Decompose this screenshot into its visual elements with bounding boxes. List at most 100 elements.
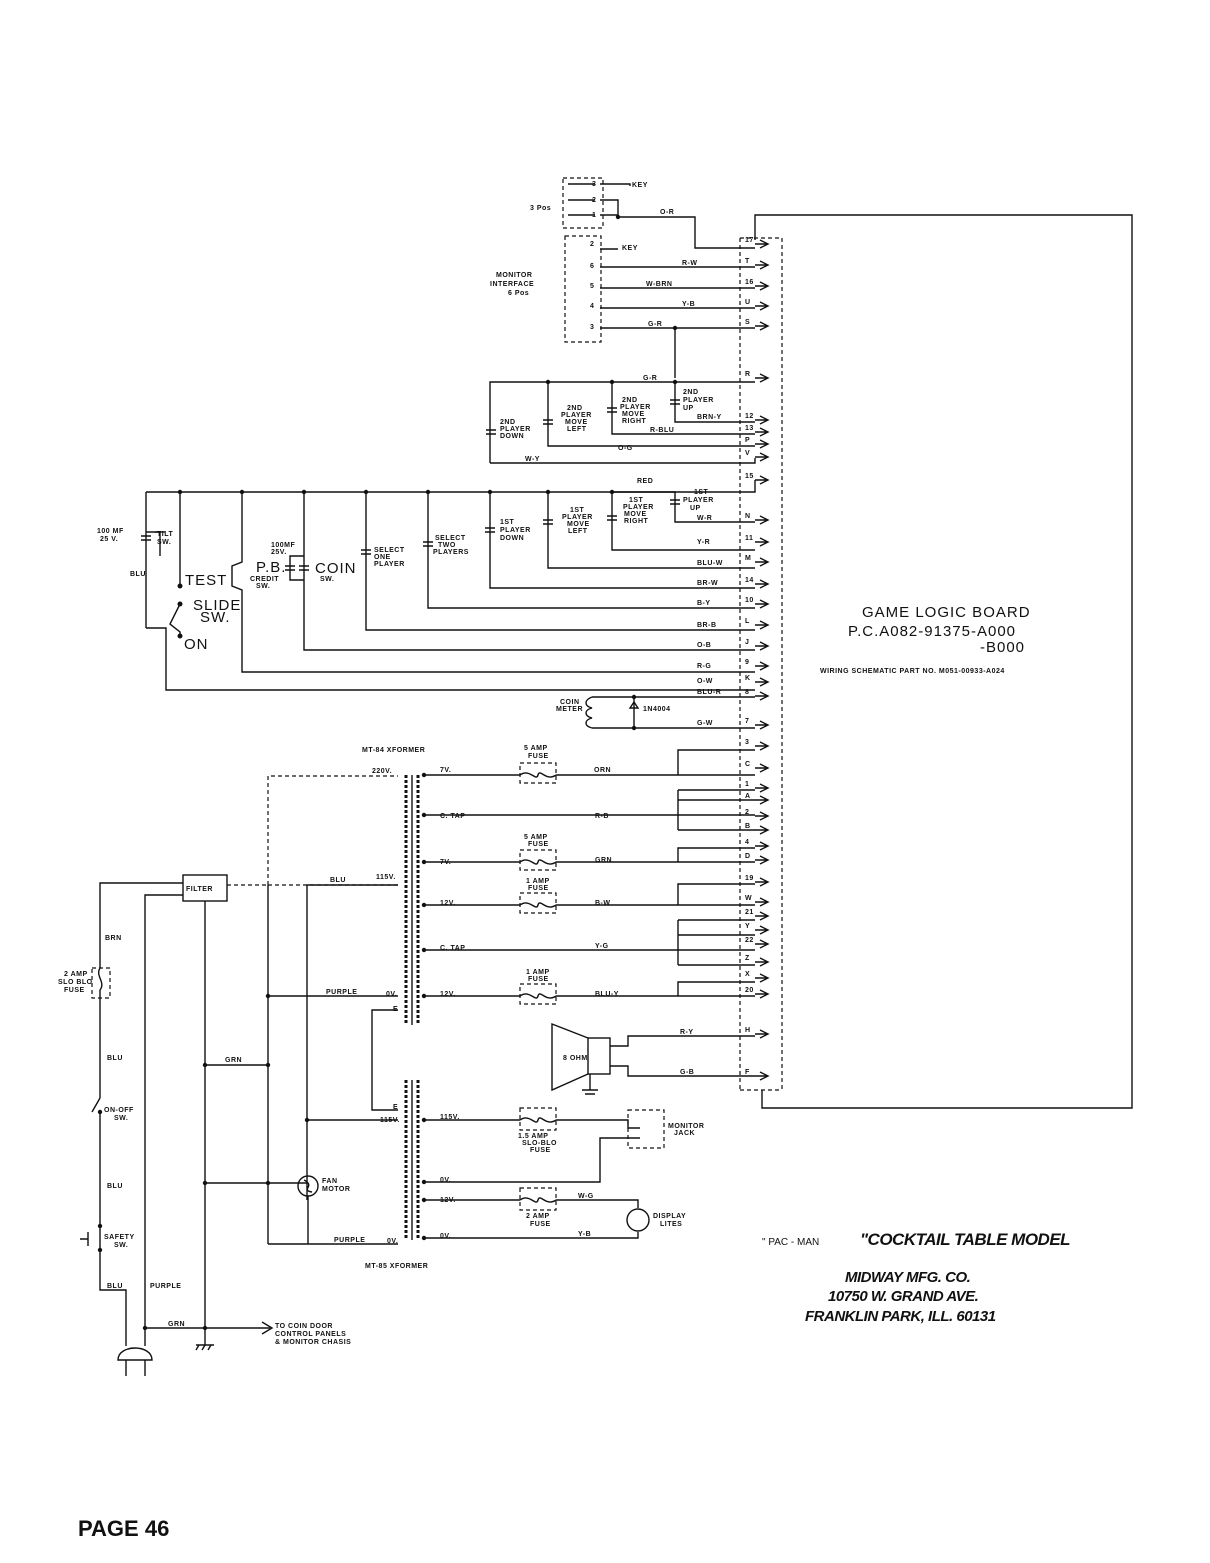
monitor-interface-label-2: INTERFACE	[490, 281, 534, 288]
mt84-tap-115v: 115V.	[376, 874, 396, 881]
coin-cap-label-2: 25V.	[271, 549, 287, 556]
edge-pin-label: A	[745, 793, 751, 800]
filter-label: FILTER	[186, 886, 213, 893]
p2-up-label-3: UP	[683, 405, 694, 412]
edge-pin-label: K	[745, 675, 751, 682]
test-label: TEST	[185, 572, 227, 589]
wire-label-b-w: B-W	[595, 900, 611, 907]
tilt-label-1: TILT	[157, 531, 173, 538]
speaker-label: 8 OHM	[563, 1055, 588, 1062]
mt85-tap-0v: 0V.	[440, 1177, 451, 1184]
key-connector-label: 3 Pos	[530, 205, 551, 212]
edge-pin-contact	[755, 301, 770, 311]
caption-company: MIDWAY MFG. CO.	[845, 1269, 970, 1286]
wire-label-r-w: R-W	[682, 260, 698, 267]
mt84-tap-12v-a: 12V.	[440, 900, 456, 907]
edge-pin-label: L	[745, 618, 750, 625]
edge-pin-label: P	[745, 437, 750, 444]
edge-pin-label: T	[745, 258, 750, 265]
p1-down-label-1: 1ST	[500, 519, 515, 526]
fuse-4-label-2: FUSE	[528, 976, 549, 983]
edge-pin-contact	[755, 855, 770, 865]
edge-pin-contact	[755, 825, 770, 835]
fuses: 5 AMP FUSE 5 AMP FUSE 1 AMP FUSE 1 AMP F…	[519, 745, 557, 1005]
edge-pin-contact	[755, 1071, 770, 1081]
title-block: " PAC - MAN "COCKTAIL TABLE MODEL MIDWAY…	[762, 1230, 1071, 1325]
caption-city: FRANKLIN PARK, ILL. 60131	[805, 1308, 996, 1325]
coin-sw-label-2: SW.	[320, 576, 334, 583]
wire-label-blu-r: BLU-R	[697, 689, 721, 696]
wire-label-grn: GRN	[595, 857, 612, 864]
player-2-controls: G-R 2ND PLAYER UP BRN-Y 2ND PLAYER MOVE …	[486, 375, 756, 464]
wire-label-w-y: W-Y	[525, 456, 540, 463]
slide-sw-label-2: SW.	[200, 609, 231, 626]
p2-left-label-4: LEFT	[567, 426, 587, 433]
wire-label-y-g: Y-G	[595, 943, 609, 950]
mt84-tap-7v-a: 7V.	[440, 767, 451, 774]
p2-left-label-3: MOVE	[565, 419, 588, 426]
edge-pin-label: U	[745, 299, 751, 306]
power-input: FILTER BRN 2 AMP SLO BLO FUSE BLU ON-OFF…	[58, 775, 398, 1376]
purple-label: PURPLE	[150, 1283, 181, 1290]
edge-pin-label: 2	[745, 809, 749, 816]
edge-pin-label: 11	[745, 535, 753, 542]
p1-up-label-3: UP	[690, 505, 701, 512]
edge-pin-label: Z	[745, 955, 750, 962]
edge-pin-contact	[755, 373, 770, 383]
edge-pin-contact	[755, 620, 770, 630]
mt84-tap-220v: 220V.	[372, 768, 392, 775]
p2-right-label-4: RIGHT	[622, 418, 647, 425]
fuse-1-label-2: FUSE	[528, 753, 549, 760]
edge-pin-label: 4	[745, 839, 749, 846]
game-logic-board: GAME LOGIC BOARD P.C.A082-91375-A000 -B0…	[739, 214, 1133, 1109]
mt85-tap-e: E	[393, 1104, 398, 1111]
wire-label-o-w: O-W	[697, 678, 713, 685]
fuse-2-label-2: FUSE	[528, 841, 549, 848]
mt85-pri-0v: 0V.	[387, 1238, 398, 1245]
p1-left-label-4: LEFT	[568, 528, 588, 535]
edge-pin-label: 9	[745, 659, 749, 666]
wire-label-r-y: R-Y	[680, 1029, 694, 1036]
wire-label-r-g: R-G	[697, 663, 711, 670]
edge-pin-label: S	[745, 319, 750, 326]
grn-label-bottom: GRN	[168, 1321, 185, 1328]
safety-label-1: SAFETY	[104, 1234, 135, 1241]
wire-label-g-w: G-W	[697, 720, 713, 727]
tilt-cap-label-1: 100 MF	[97, 528, 124, 535]
edge-pin-label: M	[745, 555, 751, 562]
mt84-label: MT-84 XFORMER	[362, 747, 425, 754]
edge-pin-contact	[755, 579, 770, 589]
coin-meter-label-1: COIN	[560, 699, 580, 706]
to-coin-door-label-1: TO COIN DOOR	[275, 1323, 333, 1330]
mt84-tap-ctap-a: C. TAP	[440, 813, 465, 820]
coin-cap-label-1: 100MF	[271, 542, 296, 549]
edge-pin-contact	[755, 281, 770, 291]
p1-left-label-3: MOVE	[567, 521, 590, 528]
p1-down-label-2: PLAYER	[500, 527, 531, 534]
blu-label-3: BLU	[107, 1283, 123, 1290]
p1-left-label-1: 1ST	[570, 507, 585, 514]
edge-pin-contact	[755, 515, 770, 525]
wire-label-blu-w: BLU-W	[697, 560, 723, 567]
mt84-tap-12v-b: 12V.	[440, 991, 456, 998]
wire-label-br-b: BR-B	[697, 622, 717, 629]
speaker-8-ohm: 8 OHM R-Y G-B	[551, 1022, 755, 1095]
mt85-tap-115v-sec: 115V.	[440, 1114, 460, 1121]
wire-label-o-g: O-G	[618, 445, 633, 452]
p2-right-label-1: 2ND	[622, 397, 638, 404]
edge-pin-contact	[755, 877, 770, 887]
tilt-cap-label-2: 25 V.	[100, 536, 118, 543]
caption-address: 10750 W. GRAND AVE.	[828, 1288, 978, 1305]
fan-label-2: MOTOR	[322, 1186, 350, 1193]
wire-label-br-w: BR-W	[697, 580, 718, 587]
display-lites-label-1: DISPLAY	[653, 1213, 686, 1220]
on-off-label-1: ON-OFF	[104, 1107, 134, 1114]
p1-right-label-3: MOVE	[624, 511, 647, 518]
edge-pin-label: 21	[745, 909, 754, 916]
edge-pin-contact	[755, 741, 770, 751]
edge-pin-label: 17	[745, 237, 754, 244]
mi-pin-5: 5	[590, 283, 594, 290]
blu-label-tilt: BLU	[130, 571, 146, 578]
wire-label-g-r-2: G-R	[643, 375, 657, 382]
p2-left-label-2: PLAYER	[561, 412, 592, 419]
